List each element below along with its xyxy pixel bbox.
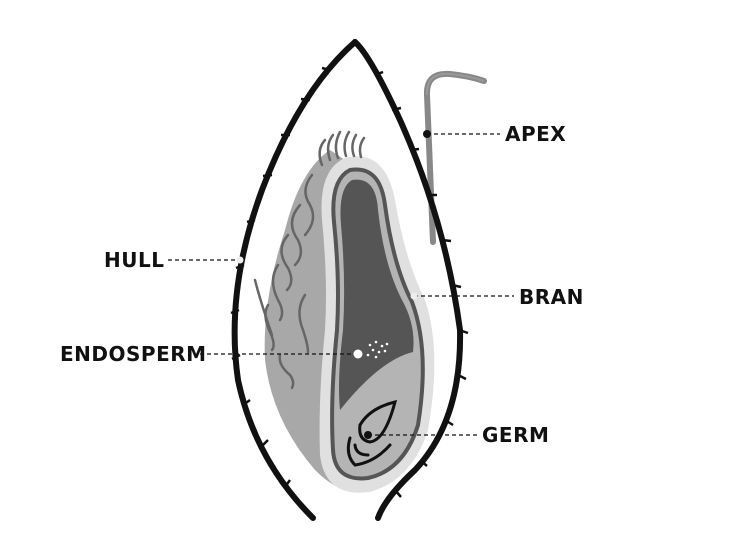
label-hull: HULL — [104, 248, 164, 272]
hairs — [253, 130, 366, 390]
label-germ: GERM — [482, 423, 549, 447]
label-bran: BRAN — [519, 285, 584, 309]
label-apex: APEX — [505, 122, 566, 146]
hull-spikes — [230, 66, 469, 498]
hull — [231, 39, 464, 521]
endosperm-dots — [366, 340, 389, 359]
label-endosperm: ENDOSPERM — [60, 342, 207, 366]
germ — [346, 399, 398, 467]
